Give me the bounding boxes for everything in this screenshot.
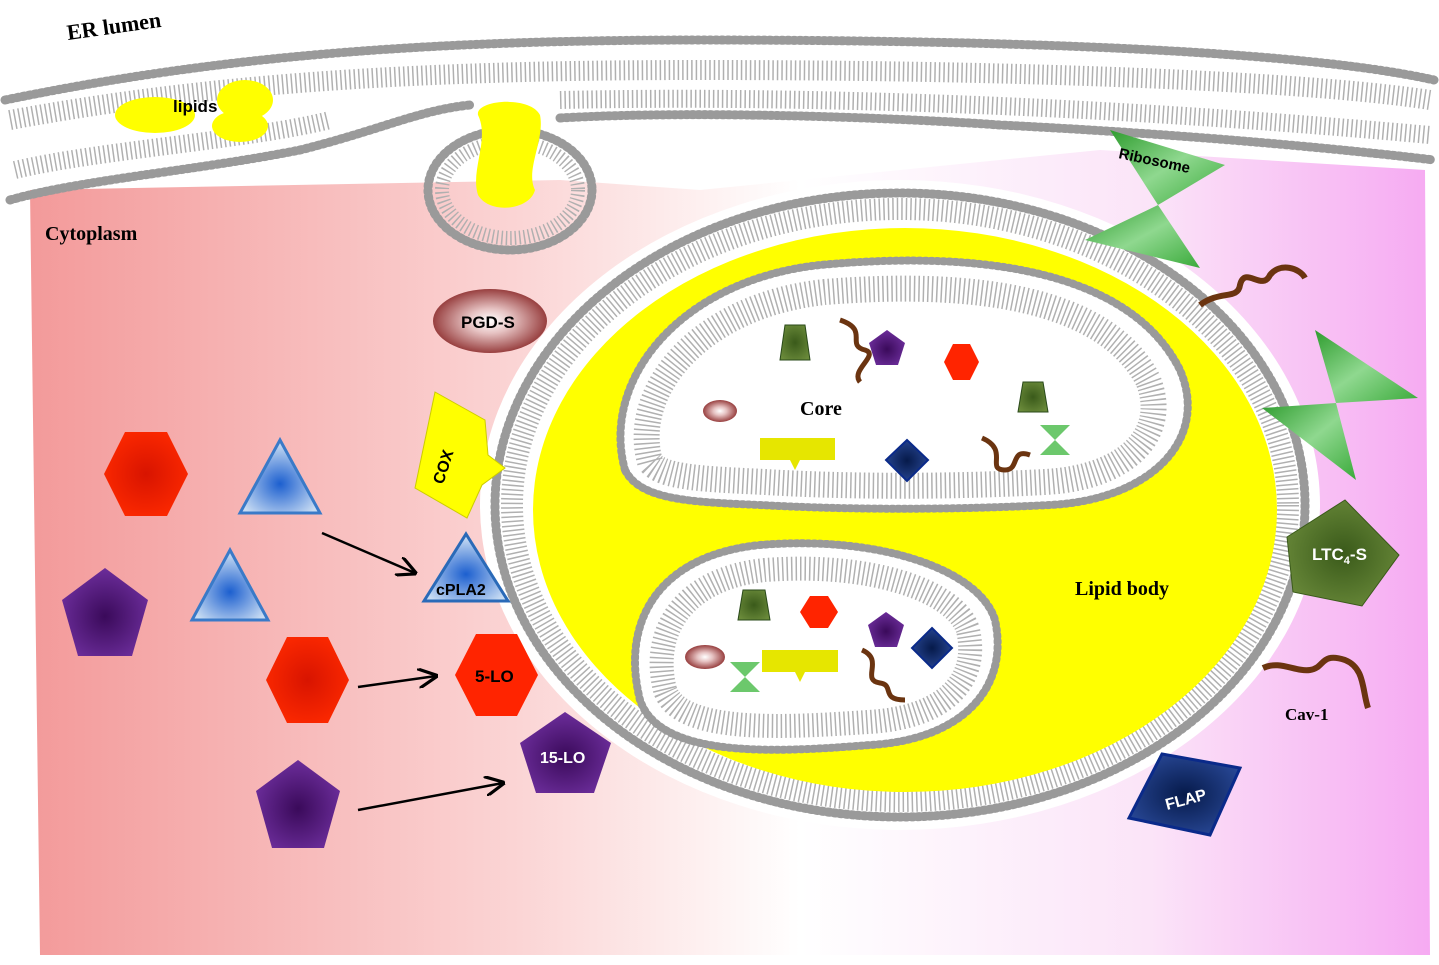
budding-vesicle [423,101,597,255]
cytoplasm-label: Cytoplasm [45,223,138,245]
oval-icon-upper [703,400,737,422]
ltc4s-enzyme [1286,499,1400,607]
pgd-s-enzyme [433,289,547,353]
15-lo-enzyme [520,712,611,793]
core-label: Core [800,398,842,420]
arrow-shape-icon-lower [762,650,838,682]
5-lo-enzyme [455,634,538,716]
lower-core-membrane [631,539,1002,754]
hexagon-icon-upper [944,344,979,380]
pentagon-icon-upper [869,330,905,365]
cpla2-enzyme [421,531,511,603]
lipids-blobs [115,80,273,142]
ltc4s-label-main: LTC [1312,545,1344,564]
cav1-squiggle-right [1261,654,1371,709]
lipids-label: lipids [173,97,217,116]
cav1-label: Cav-1 [1285,705,1328,724]
pentagon-icon-1 [62,568,148,656]
ltc4s-label: LTC4-S [1312,545,1367,567]
arrow-to-cpla2 [321,531,415,573]
ltc4s-label-subscript: 4 [1344,555,1351,567]
er-membrane [0,35,1439,205]
flap-enzyme [1126,752,1243,837]
cpla2-label: cPLA2 [436,582,486,599]
15-lo-label: 15-LO [540,750,585,767]
arrow-to-15-lo [357,783,503,812]
ltc4s-label-tail: -S [1350,545,1367,564]
diamond-icon-upper [884,438,930,483]
trapezoid-icon-lower [737,589,771,621]
cox-enzyme [414,391,506,519]
hexagon-icon-2 [266,637,349,723]
ribosome-icon-right [1262,330,1418,480]
lipid-body-label: Lipid body [1075,578,1169,600]
cav1-squiggle-lower [860,647,906,703]
cav1-squiggle-upper-1 [839,317,872,384]
diamond-icon-lower [910,626,954,670]
hexagon-icon-1 [104,432,188,516]
5-lo-label: 5-LO [475,667,514,686]
pentagon-icon-lower [868,612,904,647]
ribosome-icon-upper [1040,425,1070,455]
hexagon-icon-lower [800,596,838,628]
arrow-shape-icon-upper [760,438,835,470]
pgd-s-label: PGD-S [461,313,515,332]
ribosome-icon-lower [730,662,760,692]
er-lumen-label: ER lumen [65,7,162,45]
arrow-to-5-lo [357,676,436,687]
triangle-icon-1 [237,436,323,515]
cav1-squiggle-upper-2 [980,435,1031,473]
oval-icon-lower [685,645,725,669]
triangle-icon-2 [189,546,271,622]
pentagon-icon-2 [256,760,340,848]
ribosome-icon-top [1085,130,1225,268]
trapezoid-icon-upper-2 [1017,381,1049,413]
cav1-squiggle-top [1198,264,1308,308]
trapezoid-icon-upper-1 [779,324,811,361]
